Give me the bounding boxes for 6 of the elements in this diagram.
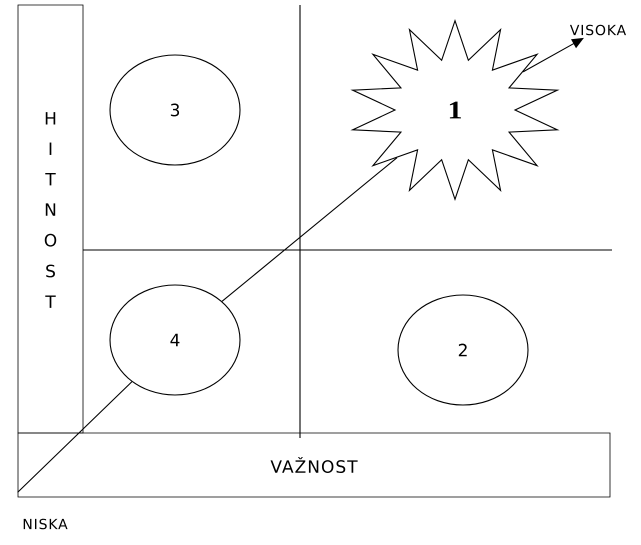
connector-line xyxy=(17,381,132,493)
label-box: HITNOST xyxy=(18,4,84,434)
label-box: VAŽNOST xyxy=(18,432,610,498)
connector-line xyxy=(222,157,398,302)
axis-label: NISKA xyxy=(24,518,68,530)
axis-label: VISOKA xyxy=(570,24,626,36)
